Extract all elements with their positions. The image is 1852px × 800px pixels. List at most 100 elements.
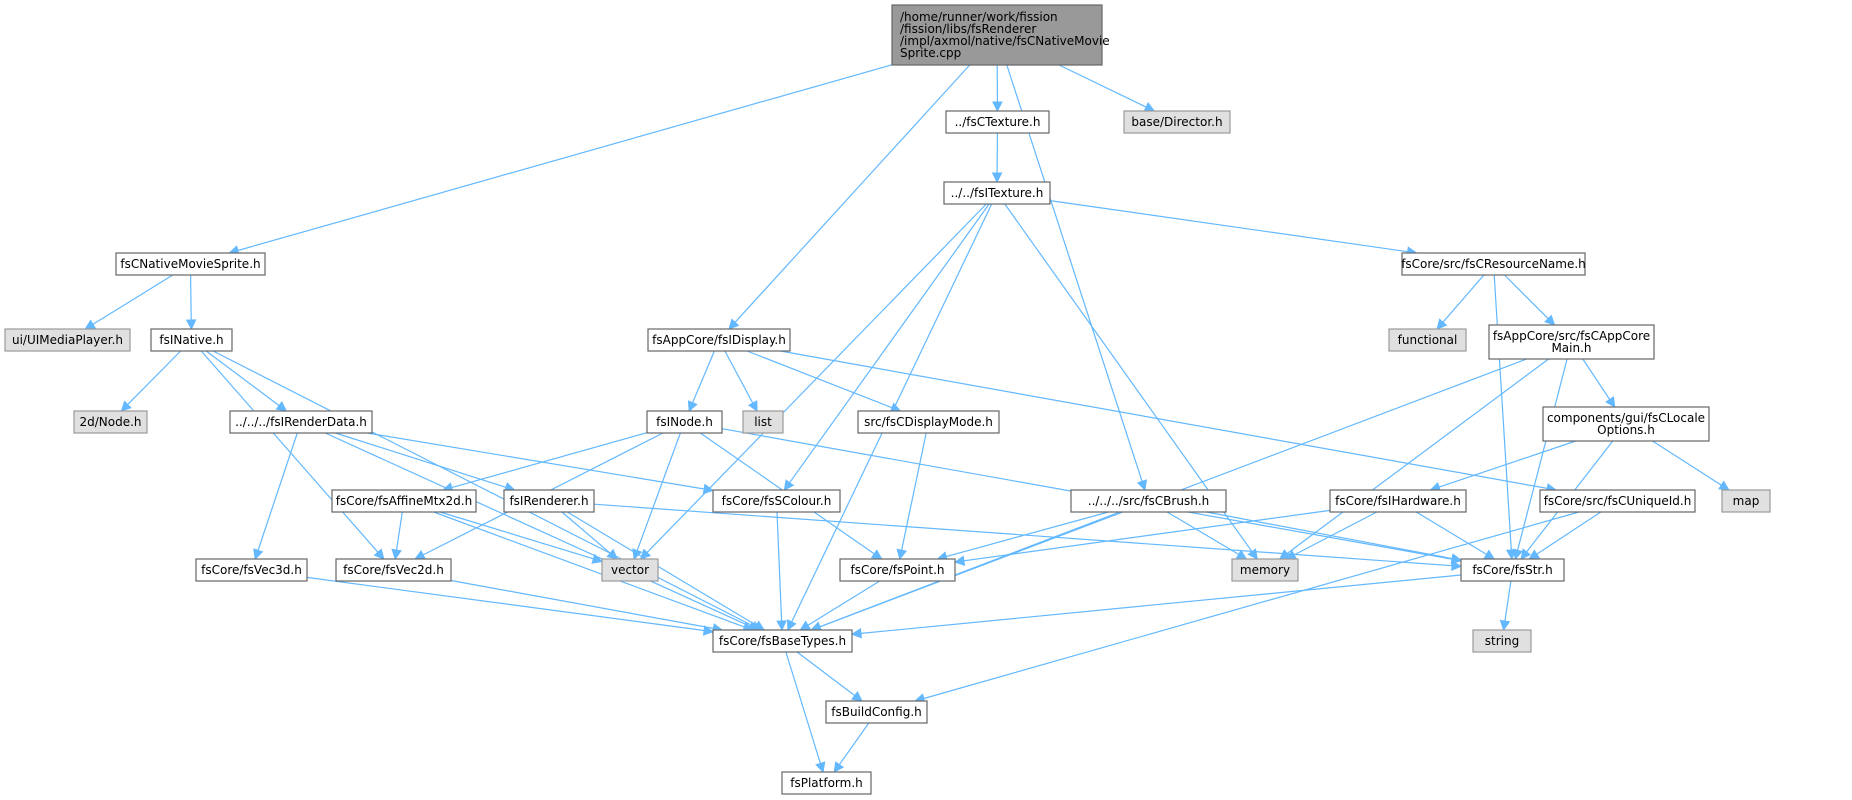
edge-root-to-director xyxy=(1058,64,1156,112)
node-platform[interactable]: fsPlatform.h xyxy=(781,771,872,795)
node-fsINative[interactable]: fsINative.h xyxy=(150,328,233,352)
node-renderer[interactable]: fsIRenderer.h xyxy=(503,489,595,513)
node-box xyxy=(229,410,373,434)
node-uniqueId[interactable]: fsCore/src/fsCUniqueId.h xyxy=(1539,489,1696,513)
edge-hardware-to-point xyxy=(953,509,1331,567)
node-box xyxy=(1070,489,1227,513)
node-vec3d[interactable]: fsCore/fsVec3d.h xyxy=(195,558,308,582)
node-label-line: fsCore/fsSColour.h xyxy=(722,494,832,508)
node-label-line: memory xyxy=(1240,563,1290,577)
node-fsCTexture[interactable]: ../fsCTexture.h xyxy=(945,110,1050,134)
node-resourceName[interactable]: fsCore/src/fsCResourceName.h xyxy=(1401,252,1586,276)
node-label-line: fsINode.h xyxy=(656,415,713,429)
node-uiMediaPlayer: ui/UIMediaPlayer.h xyxy=(4,328,131,352)
node-vec2d[interactable]: fsCore/fsVec2d.h xyxy=(335,558,452,582)
node-label-line: fsIRenderer.h xyxy=(509,494,588,508)
node-label-line: functional xyxy=(1398,333,1458,347)
node-box xyxy=(331,489,477,513)
node-label-line: Options.h xyxy=(1597,423,1655,437)
node-box xyxy=(1123,110,1231,134)
node-list: list xyxy=(742,410,784,434)
edge-brush-to-str xyxy=(1206,511,1463,564)
node-point[interactable]: fsCore/fsPoint.h xyxy=(839,558,956,582)
node-box xyxy=(781,771,872,795)
edge-uniqueId-to-buildConfig xyxy=(914,511,1580,704)
node-label-line: fsCore/fsPoint.h xyxy=(851,563,945,577)
edge-fsINative-to-renderData xyxy=(205,350,288,412)
node-box xyxy=(335,558,452,582)
node-box xyxy=(825,700,928,724)
node-str[interactable]: fsCore/fsStr.h xyxy=(1460,558,1565,582)
edge-fsCNativeMovieSprite-to-uiMediaPlayer xyxy=(84,274,174,330)
edge-renderData-to-renderer xyxy=(335,432,516,493)
edge-fsINative-to-baseTypes xyxy=(212,350,762,631)
edge-renderer-to-vector xyxy=(561,511,618,560)
edge-fsCTexture-to-fsITexture xyxy=(991,132,1003,184)
node-hardware[interactable]: fsCore/fsIHardware.h xyxy=(1329,489,1467,513)
node-box xyxy=(945,110,1050,134)
node-fsCNativeMovieSprite[interactable]: fsCNativeMovieSprite.h xyxy=(115,252,266,276)
node-label-line: fsAppCore/src/fsCAppCore xyxy=(1493,329,1650,343)
node-box xyxy=(1388,328,1467,352)
edge-point-to-baseTypes xyxy=(799,580,881,631)
node-box xyxy=(647,328,791,352)
node-label-line: /impl/axmol/native/fsCNativeMovie xyxy=(900,34,1110,48)
node-baseTypes[interactable]: fsCore/fsBaseTypes.h xyxy=(712,629,853,653)
edge-displayMode-to-point xyxy=(896,432,927,561)
node-brush[interactable]: ../../../src/fsCBrush.h xyxy=(1070,489,1227,513)
node-director: base/Director.h xyxy=(1123,110,1231,134)
edge-str-to-baseTypes xyxy=(850,574,1462,639)
edge-root-to-fsCTexture xyxy=(992,64,1003,113)
edge-affine-to-vector xyxy=(439,511,604,564)
node-box xyxy=(943,181,1051,205)
edge-fsITexture-to-resourceName xyxy=(1049,200,1418,257)
node-label-line: fsCore/src/fsCResourceName.h xyxy=(1401,257,1586,271)
node-box xyxy=(1721,489,1771,513)
node-fsITexture[interactable]: ../../fsITexture.h xyxy=(943,181,1051,205)
node-memory: memory xyxy=(1231,558,1299,582)
edge-root-to-fsCNativeMovieSprite xyxy=(228,64,893,256)
node-label-line: fsCore/fsVec3d.h xyxy=(201,563,302,577)
node-label-line: ../../../fsIRenderData.h xyxy=(235,415,367,429)
edge-brush-to-memory xyxy=(1166,511,1248,560)
node-label-line: /fission/libs/fsRenderer xyxy=(900,22,1036,36)
node-label-line: /home/runner/work/fission xyxy=(900,10,1058,24)
node-affine[interactable]: fsCore/fsAffineMtx2d.h xyxy=(331,489,477,513)
edge-resourceName-to-functional xyxy=(1436,274,1485,330)
node-label-line: 2d/Node.h xyxy=(79,415,141,429)
node-box xyxy=(712,489,841,513)
node-vector: vector xyxy=(601,558,659,582)
node-label-line: fsBuildConfig.h xyxy=(831,705,922,719)
edge-localeOptions-to-hardware xyxy=(1429,440,1576,493)
node-functional: functional xyxy=(1388,328,1467,352)
edge-resourceName-to-appCoreMain xyxy=(1504,274,1556,326)
edge-fsINative-to-vec2d xyxy=(200,350,385,560)
node-label-line: fsPlatform.h xyxy=(790,776,863,790)
node-node2d: 2d/Node.h xyxy=(73,410,148,434)
node-fsINode[interactable]: fsINode.h xyxy=(646,410,723,434)
edge-fsINative-to-node2d xyxy=(120,350,182,412)
node-box xyxy=(1460,558,1565,582)
node-label-line: map xyxy=(1733,494,1760,508)
node-root[interactable]: /home/runner/work/fission/fission/libs/f… xyxy=(891,4,1110,66)
node-colour[interactable]: fsCore/fsSColour.h xyxy=(712,489,841,513)
node-box xyxy=(646,410,723,434)
edge-colour-to-baseTypes xyxy=(776,511,787,632)
node-displayMode[interactable]: src/fsCDisplayMode.h xyxy=(857,410,1000,434)
node-buildConfig[interactable]: fsBuildConfig.h xyxy=(825,700,928,724)
node-renderData[interactable]: ../../../fsIRenderData.h xyxy=(229,410,373,434)
edge-fsCNativeMovieSprite-to-fsINative xyxy=(185,274,197,331)
node-label-line: base/Director.h xyxy=(1131,115,1222,129)
node-fsIDisplay[interactable]: fsAppCore/fsIDisplay.h xyxy=(647,328,791,352)
edge-renderData-to-vec3d xyxy=(253,432,298,561)
edge-fsITexture-to-colour xyxy=(783,203,990,491)
edge-appCoreMain-to-localeOptions xyxy=(1582,358,1616,408)
node-label-line: string xyxy=(1485,634,1519,648)
node-box xyxy=(1539,489,1696,513)
node-label-line: fsCore/src/fsCUniqueId.h xyxy=(1544,494,1692,508)
node-box xyxy=(1329,489,1467,513)
node-label-line: fsCore/fsBaseTypes.h xyxy=(719,634,846,648)
node-box xyxy=(1472,629,1532,653)
